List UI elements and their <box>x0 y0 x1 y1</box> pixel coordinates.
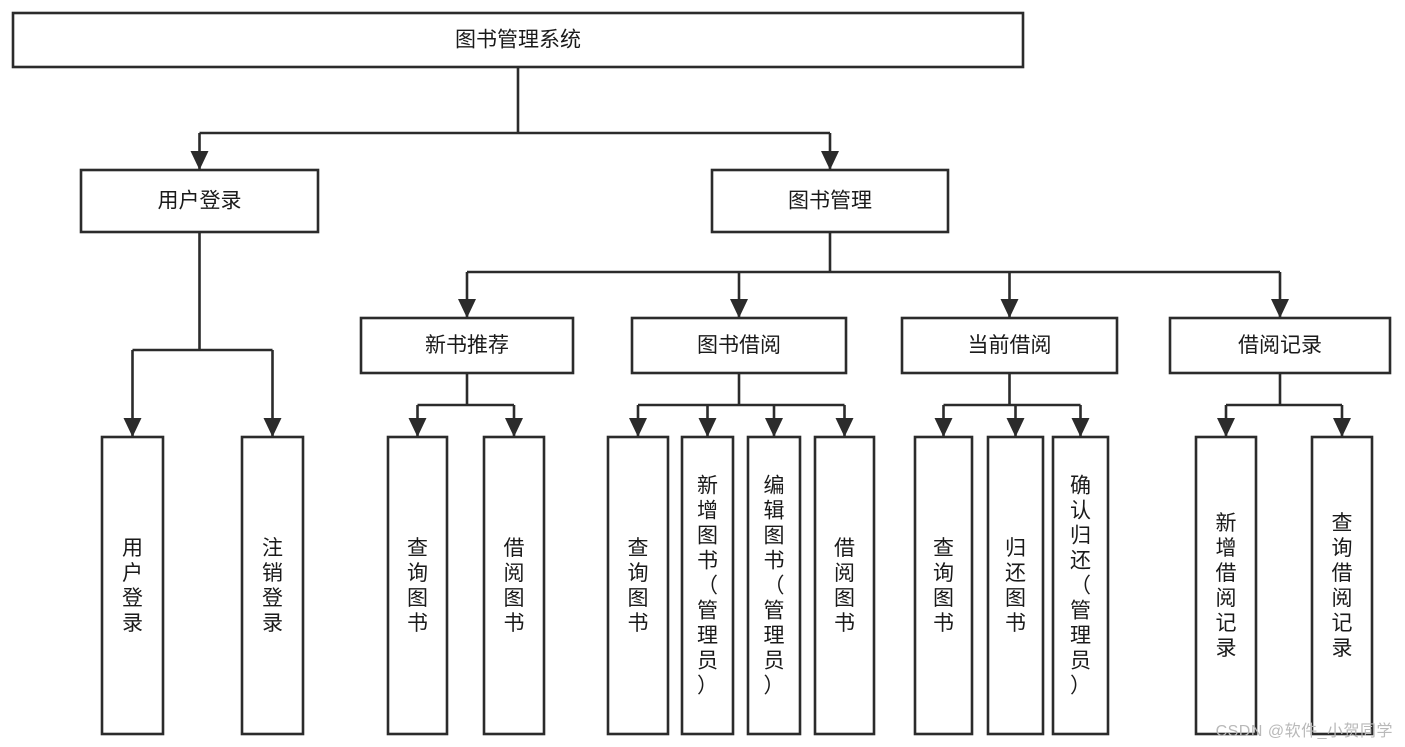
nodes-layer: 图书管理系统用户登录图书管理新书推荐图书借阅当前借阅借阅记录用户登录注销登录查询… <box>11 11 1392 736</box>
root-box-0[interactable] <box>11 11 1025 69</box>
bookmgmt-arrow-1 <box>730 299 748 318</box>
level2-box-2[interactable] <box>900 316 1119 375</box>
root-arrow-0 <box>190 151 209 170</box>
csdn-watermark: CSDN @软件_小贺同学 <box>1215 723 1393 740</box>
level2-box-0[interactable] <box>359 316 575 375</box>
connectors-layer <box>123 67 1351 437</box>
bookmgmt-arrow-2 <box>1000 299 1019 318</box>
lvl2-2-arrow-2 <box>1071 418 1090 437</box>
bookmgmt-arrow-3 <box>1271 299 1289 318</box>
level1-label-0: 用户登录 <box>158 190 242 213</box>
level1-box-0[interactable] <box>79 168 320 234</box>
userlogin-arrow-0 <box>123 418 142 437</box>
level2-label-2: 当前借阅 <box>968 334 1052 357</box>
leaf-label-0: 用户登录 <box>122 537 143 635</box>
leaf-label-3: 借阅图书 <box>504 537 525 635</box>
lvl2-1-arrow-3 <box>835 418 854 437</box>
root-arrow-1 <box>821 151 839 170</box>
leaf-box-2[interactable] <box>386 435 449 736</box>
leaf-label-4: 查询图书 <box>628 537 649 635</box>
leaf-label-5: 新增图书（管理员） <box>697 475 718 698</box>
leaf-box-11[interactable] <box>1194 435 1258 736</box>
lvl2-0-arrow-1 <box>505 418 523 437</box>
leaf-box-3[interactable] <box>482 435 546 736</box>
lvl2-1-arrow-2 <box>765 418 783 437</box>
leaf-label-1: 注销登录 <box>262 537 283 635</box>
level2-label-0: 新书推荐 <box>425 334 509 357</box>
leaf-box-0[interactable] <box>100 435 165 736</box>
leaf-label-11: 新增借阅记录 <box>1216 512 1237 660</box>
leaf-label-12: 查询借阅记录 <box>1332 512 1353 660</box>
leaf-label-8: 查询图书 <box>933 537 954 635</box>
leaf-label-9: 归还图书 <box>1005 537 1026 635</box>
leaf-box-6[interactable] <box>746 435 802 736</box>
leaf-box-1[interactable] <box>240 435 305 736</box>
level2-label-1: 图书借阅 <box>697 334 781 357</box>
leaf-box-7[interactable] <box>813 435 876 736</box>
leaf-box-8[interactable] <box>913 435 974 736</box>
lvl2-3-arrow-1 <box>1333 418 1351 437</box>
lvl2-1-arrow-1 <box>698 418 717 437</box>
level2-label-3: 借阅记录 <box>1238 334 1322 357</box>
leaf-box-10[interactable] <box>1051 435 1110 736</box>
leaf-box-4[interactable] <box>606 435 670 736</box>
lvl2-3-arrow-0 <box>1217 418 1235 437</box>
leaf-label-10: 确认归还（管理员） <box>1070 475 1091 698</box>
leaf-box-5[interactable] <box>680 435 735 736</box>
level1-box-1[interactable] <box>710 168 950 234</box>
leaf-box-12[interactable] <box>1310 435 1374 736</box>
level2-box-3[interactable] <box>1168 316 1392 375</box>
bookmgmt-arrow-0 <box>458 299 476 318</box>
lvl2-1-arrow-0 <box>629 418 647 437</box>
leaf-label-2: 查询图书 <box>407 537 428 635</box>
userlogin-arrow-1 <box>263 418 282 437</box>
leaf-label-6: 编辑图书（管理员） <box>764 475 785 698</box>
leaf-box-9[interactable] <box>986 435 1045 736</box>
lvl2-2-arrow-0 <box>934 418 953 437</box>
root-label-0: 图书管理系统 <box>455 29 581 52</box>
level1-label-1: 图书管理 <box>788 190 872 213</box>
lvl2-2-arrow-1 <box>1006 418 1025 437</box>
leaf-label-7: 借阅图书 <box>834 537 855 635</box>
lvl2-0-arrow-0 <box>408 418 427 437</box>
level2-box-1[interactable] <box>630 316 848 375</box>
